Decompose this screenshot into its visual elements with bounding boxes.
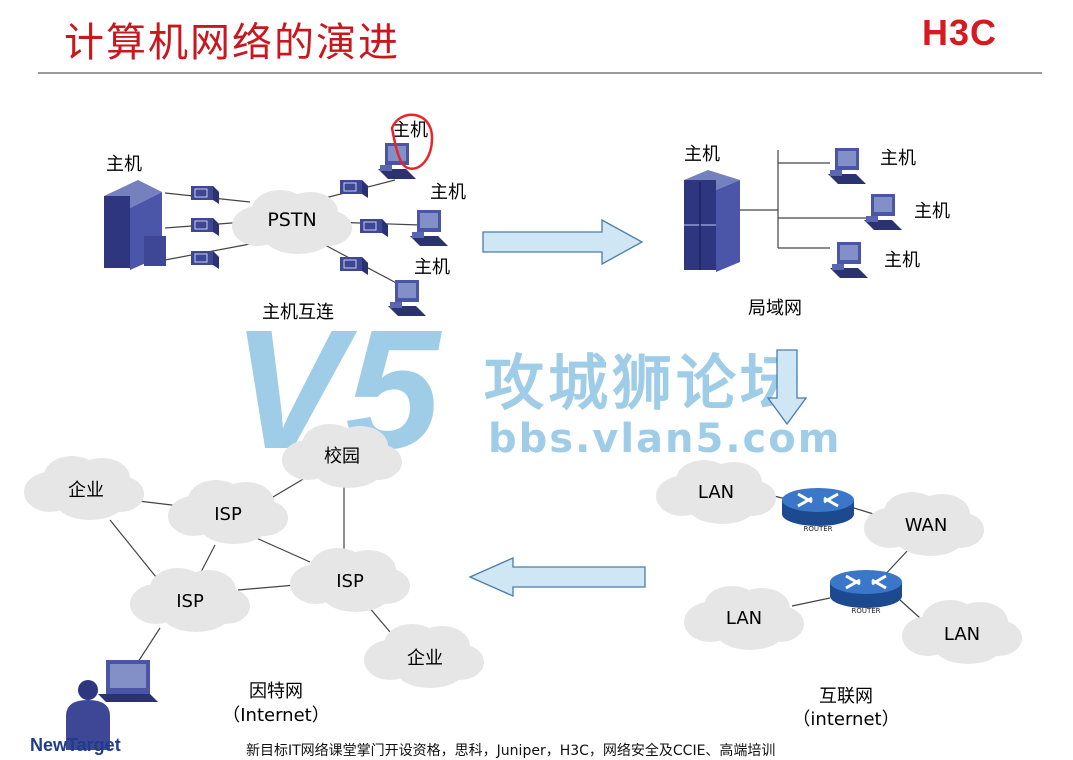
stage3-caption-line1: 互联网 [819,686,873,707]
stage-internet: 企业 ISP 校园 ISP ISP 企业 因特网 （Internet） [24,424,484,750]
lan-server-host-label: 主机 [684,144,720,165]
arrow-left-icon [468,557,646,597]
watermark-name: 攻城狮论坛 [484,349,804,419]
wan-label: WAN [905,515,948,536]
lan-host-pc-icon [864,194,902,230]
stage1-caption: 主机互连 [262,302,334,323]
footer-note: 新目标IT网络课堂掌门开设资格，思科，Juniper，H3C，网络安全及CCIE… [246,743,776,759]
stage-host-interconnection: 主机 PSTN 主机 主机 主机 主机互连 [104,113,466,323]
modem-icon [339,179,369,199]
modem-icon [190,217,220,237]
lan-host-pc-icon [828,148,866,184]
stage4-caption-line2: （Internet） [222,705,329,726]
isp-label: ISP [176,591,204,612]
lan-label: LAN [698,482,734,503]
router-label: ROUTER [851,607,880,615]
modem-icon [339,256,369,276]
watermark: V5 攻城狮论坛 bbs.vlan5.com [232,295,841,485]
lan-host-pc-icon [830,242,868,278]
arrow-right-icon [482,218,644,266]
pstn-label: PSTN [267,209,316,231]
lan-server-icon [684,170,740,272]
campus-label: 校园 [324,446,360,467]
enterprise-label: 企业 [68,480,104,501]
stage4-caption-line1: 因特网 [249,681,303,702]
host-pc-icon [410,210,448,246]
host-label: 主机 [880,148,916,169]
stage-internetwork: LAN WAN LAN LAN ROUTER ROUTER 互联网 （inter… [656,460,1022,730]
user-workstation-icon [66,660,158,750]
mainframe-server-icon [104,180,166,270]
stage-lan: 主机 主机 主机 主机 局域网 [684,144,950,319]
h3c-logo: H3C [922,12,998,53]
host-label: 主机 [914,201,950,222]
modem-icon [190,250,220,270]
stage3-caption-line2: （internet） [792,709,899,730]
stage2-caption: 局域网 [748,298,802,319]
isp-label: ISP [336,571,364,592]
lan-label: LAN [726,608,762,629]
host-label: 主机 [392,120,428,141]
router-icon [828,568,904,610]
slide-title: 计算机网络的演进 [64,20,400,66]
annotation-circle [390,113,434,170]
mainframe-host-label: 主机 [106,154,142,175]
modem-icon [359,218,389,238]
host-label: 主机 [414,257,450,278]
title-divider [38,72,1042,74]
host-label: 主机 [430,182,466,203]
host-label: 主机 [884,250,920,271]
enterprise-label: 企业 [407,648,443,669]
router-icon [780,486,856,528]
watermark-url: bbs.vlan5.com [488,416,841,462]
arrow-down-icon [766,349,808,426]
modem-icon [190,185,220,205]
isp-label: ISP [214,504,242,525]
lan-label: LAN [944,624,980,645]
footer-brand: NewTarget [30,735,121,755]
router-label: ROUTER [803,525,832,533]
